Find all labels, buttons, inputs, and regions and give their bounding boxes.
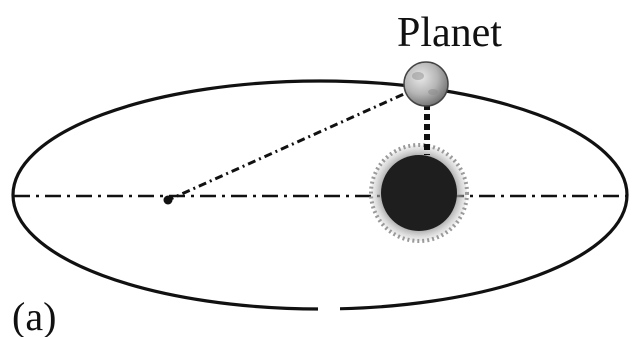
focus-to-planet-line xyxy=(166,94,404,201)
star-icon xyxy=(371,145,467,241)
focus-point xyxy=(164,196,173,205)
planet-icon xyxy=(404,62,448,106)
planet-body xyxy=(404,62,448,106)
orbit-gap xyxy=(318,300,340,314)
planet-label: Planet xyxy=(397,10,502,56)
star-core xyxy=(381,155,457,231)
panel-label: (a) xyxy=(12,294,56,337)
